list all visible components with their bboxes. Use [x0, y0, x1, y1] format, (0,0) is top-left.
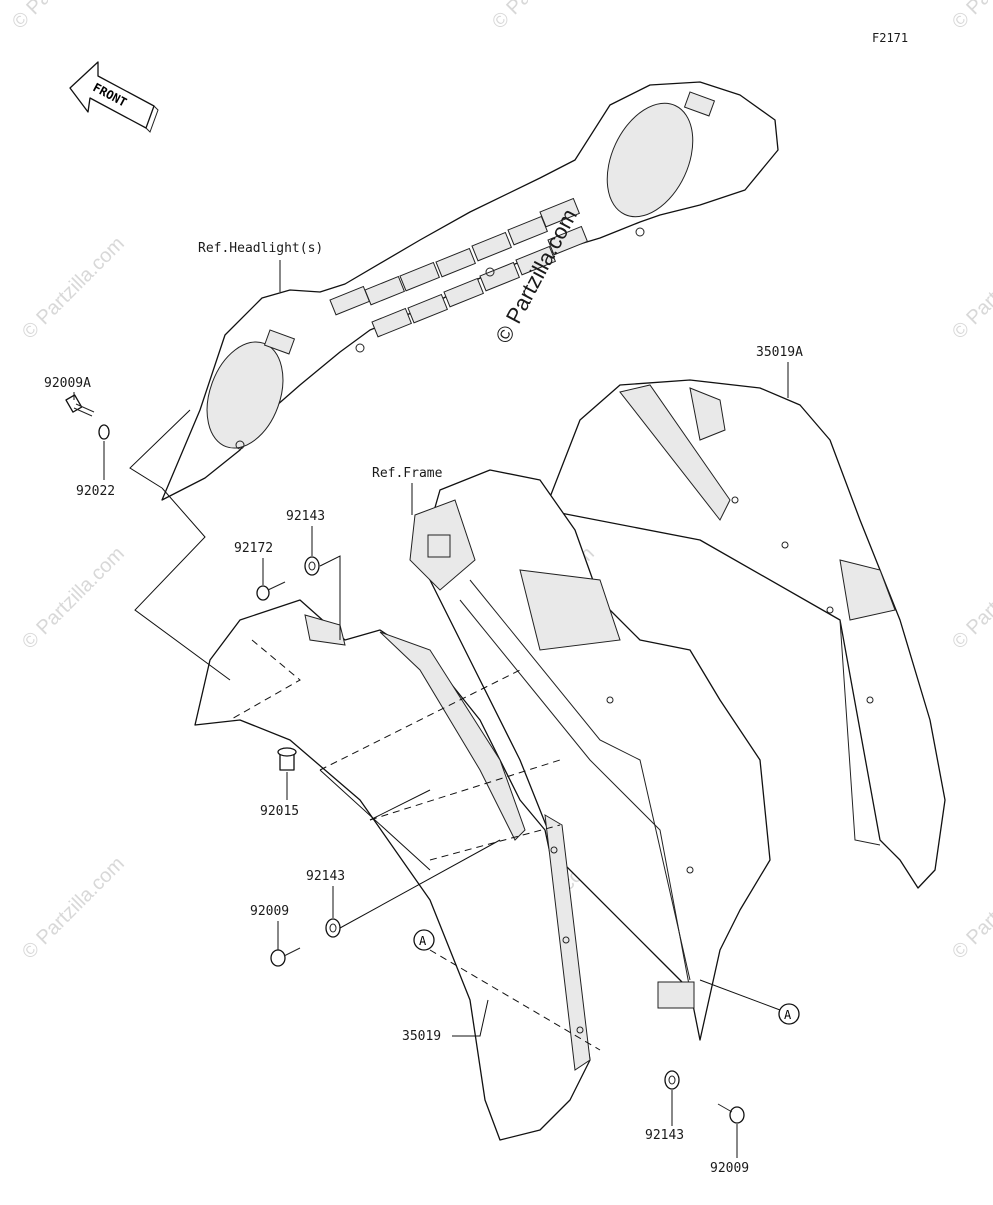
washer-92143-mid: [325, 918, 341, 938]
watermark: © Partzilla.com: [948, 543, 993, 654]
label-92022: 92022: [76, 484, 115, 499]
watermark: © Partzilla.com: [948, 233, 993, 344]
bolt-92009-mid: [270, 947, 301, 967]
front-arrow-icon: FRONT: [69, 61, 159, 133]
grommet-92015: [277, 747, 297, 771]
headlight-bezel: [161, 81, 779, 501]
assembly-lines: [229, 639, 781, 1051]
watermark: © Partzilla.com: [488, 0, 599, 34]
label-35019A: 35019A: [756, 345, 803, 360]
fasteners: [65, 394, 745, 1124]
label-92143-mid: 92143: [306, 869, 345, 884]
watermark: © Partzilla.com: [948, 0, 993, 34]
watermark: © Partzilla.com: [18, 233, 129, 344]
fender-left: [194, 599, 591, 1141]
label-92143-top: 92143: [286, 509, 325, 524]
label-35019: 35019: [402, 1029, 441, 1044]
washer-92143-top: [304, 556, 320, 576]
callout-a-left: A: [413, 929, 435, 951]
label-92143-bottom: 92143: [645, 1128, 684, 1143]
washer-92022: [98, 424, 110, 440]
watermark: © Partzilla.com: [948, 853, 993, 964]
label-92009-mid: 92009: [250, 904, 289, 919]
part-callouts: 92009A 92022 92172 92143 92015 92143 920…: [44, 376, 749, 1176]
callout-a-text: A: [784, 1008, 792, 1022]
label-92172: 92172: [234, 541, 273, 556]
label-92015: 92015: [260, 804, 299, 819]
watermark: © Partzilla.com: [8, 0, 119, 34]
watermark: © Partzilla.com: [18, 853, 129, 964]
fender-right: [544, 379, 946, 889]
bolt-92009-bottom: [717, 1103, 745, 1124]
frame: [409, 469, 771, 1041]
screw-92172: [256, 581, 286, 601]
label-92009-bottom: 92009: [710, 1161, 749, 1176]
callout-a-text: A: [419, 934, 427, 948]
label-92009A: 92009A: [44, 376, 91, 391]
watermark: © Partzilla.com: [18, 543, 129, 654]
bolt-92009A: [65, 394, 95, 417]
figure-code: F2171: [872, 31, 908, 45]
callout-a-right: A: [778, 1003, 800, 1025]
washer-92143-bottom: [664, 1070, 680, 1090]
ref-frame-label: Ref.Frame: [372, 466, 443, 481]
ref-headlights-label: Ref.Headlight(s): [198, 241, 323, 256]
